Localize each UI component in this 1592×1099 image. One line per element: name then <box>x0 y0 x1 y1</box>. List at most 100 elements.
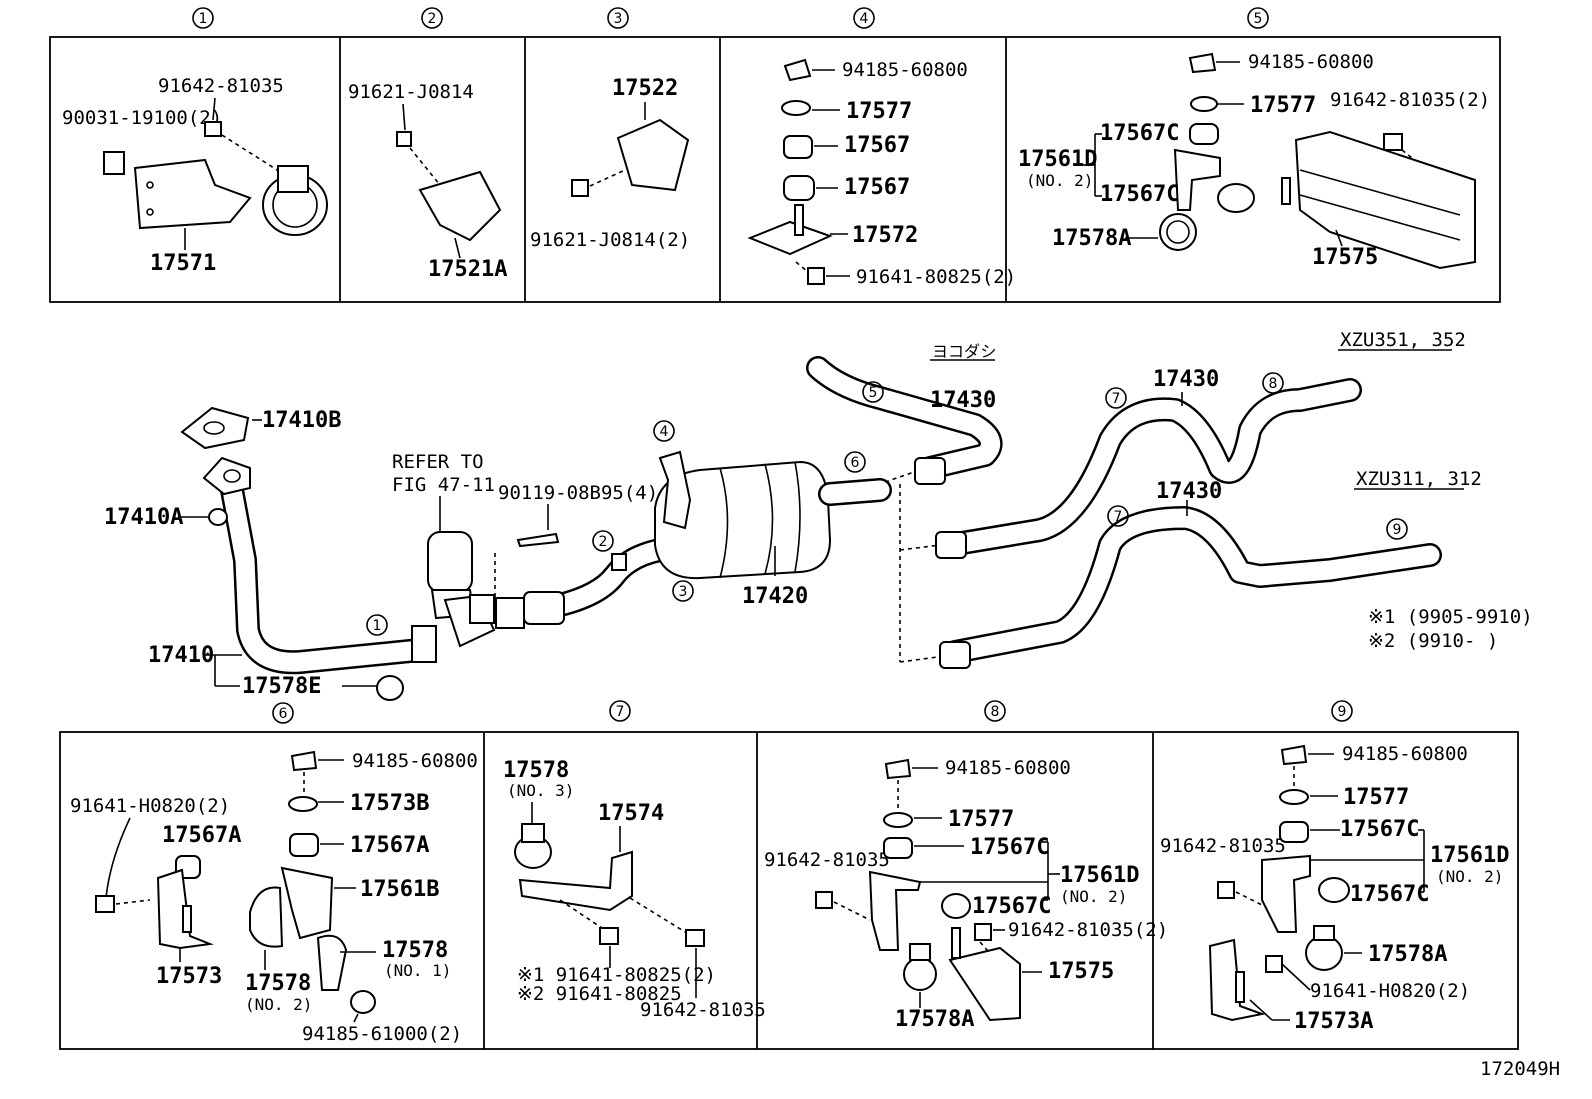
bottom-detail-frame <box>59 731 1519 1050</box>
callout-number-4: 4 <box>860 11 869 27</box>
part-label-17430: 17430 <box>1153 367 1219 392</box>
callout-circle-3 <box>672 580 694 602</box>
bracket-icon <box>280 866 334 940</box>
part-label: (NO. 2) <box>245 995 312 1014</box>
svg-text:5: 5 <box>869 385 878 401</box>
part-label: 17567A <box>350 833 429 858</box>
front-pipe <box>220 478 432 675</box>
cushion-icon <box>941 893 971 919</box>
insulator-icon <box>418 170 502 242</box>
part-label: (NO. 3) <box>507 781 574 800</box>
part-label: 91642-81035 <box>640 999 766 1021</box>
top-callouts: 1 2 3 4 5 <box>192 7 1269 29</box>
nut-icon <box>350 990 376 1014</box>
bottom-callouts: 6 7 8 9 <box>272 700 1353 724</box>
part-label-17430: 17430 <box>1156 479 1222 504</box>
part-label: 17578A <box>1368 942 1447 967</box>
callout-circle-1 <box>366 614 388 636</box>
refer-label: REFER TO <box>392 451 484 473</box>
cushion-icon <box>289 833 319 857</box>
part-label: 91641-H0820(2) <box>70 795 230 817</box>
part-label: 17578A <box>895 1007 974 1032</box>
part-label: 94185-60800 <box>945 757 1071 779</box>
gasket-icon <box>208 508 228 526</box>
part-label: ※2 91641-80825 <box>517 983 682 1005</box>
bracket-icon <box>518 850 633 912</box>
callout-circle-5 <box>1247 7 1269 29</box>
cushion-icon <box>1217 183 1255 213</box>
part-label: (NO. 2) <box>1060 887 1127 906</box>
washer-icon <box>1190 96 1218 112</box>
bolt-icon <box>571 179 589 197</box>
bolt-icon <box>1265 955 1283 973</box>
bolt-icon <box>685 929 705 947</box>
callout-circle-2 <box>592 530 614 552</box>
part-label: 17567C <box>972 894 1051 919</box>
callout-circle-6 <box>272 702 294 724</box>
svg-text:7: 7 <box>1114 509 1123 525</box>
clamp-half-icon <box>249 886 284 948</box>
muffler-hanger-icon <box>616 118 690 192</box>
part-label: 17572 <box>852 223 918 248</box>
nut-icon <box>290 750 318 772</box>
pipe-end-icon <box>914 457 946 485</box>
part-label: 17567C <box>1350 882 1429 907</box>
detail-box-5: 94185-60800 17577 91642-81035(2) 17567C … <box>1018 51 1490 270</box>
part-label: (NO. 2) <box>1026 171 1093 190</box>
bracket-icon <box>747 220 833 256</box>
yokodashi-label: ヨコダシ <box>932 342 996 361</box>
part-label: 17567 <box>844 175 910 200</box>
part-label: 17561D <box>1018 147 1097 172</box>
part-label: 17578 <box>503 758 569 783</box>
part-label: 17561D <box>1060 863 1139 888</box>
callout-number-5: 5 <box>1254 11 1263 27</box>
part-label: 17567C <box>1340 817 1419 842</box>
part-label: 91642-81035(2) <box>1330 89 1490 111</box>
svg-text:7: 7 <box>1112 391 1121 407</box>
part-label: 17521A <box>428 257 507 282</box>
diagram-code: 172049H <box>1480 1058 1560 1080</box>
bolt-icon <box>599 927 619 945</box>
part-label-17430: 17430 <box>930 388 996 413</box>
callout-circle-4 <box>853 7 875 29</box>
callout-number-2: 2 <box>428 11 437 27</box>
cushion-icon <box>1279 821 1309 843</box>
part-label: 94185-60800 <box>842 59 968 81</box>
washer-icon <box>883 812 913 828</box>
part-label: 17567C <box>1100 182 1179 207</box>
nut-icon <box>1188 52 1217 74</box>
detail-box-9: 94185-60800 17577 91642-81035 17567C 175… <box>1160 743 1509 1034</box>
callout-circle-3 <box>607 7 629 29</box>
nut-icon <box>783 58 812 82</box>
part-label: 17575 <box>1312 245 1378 270</box>
bracket-icon <box>1173 148 1221 211</box>
svg-text:8: 8 <box>1269 376 1278 392</box>
callout-circle-1 <box>192 7 214 29</box>
part-label: 91621-J0814(2) <box>530 229 690 251</box>
part-label: 91642-81035 <box>764 849 890 871</box>
part-label: 90031-19100(2) <box>62 107 222 129</box>
bolt-icon <box>103 151 125 175</box>
part-label-17410: 17410 <box>148 643 214 668</box>
callout-circle-7 <box>609 700 631 722</box>
bracket-icon <box>868 870 922 951</box>
part-label: 94185-60800 <box>352 750 478 772</box>
part-label: 91642-81035(2) <box>1008 919 1168 941</box>
part-label: ※1 91641-80825(2) <box>517 964 716 986</box>
part-label: 94185-61000(2) <box>302 1023 462 1045</box>
pipe-joint-icon <box>523 591 565 625</box>
svg-text:7: 7 <box>616 704 625 720</box>
refer-label: FIG 47-11 <box>392 474 495 496</box>
cushion-icon <box>1318 877 1350 903</box>
part-label-17578E: 17578E <box>242 674 321 699</box>
callout-circle-4 <box>653 420 675 442</box>
part-label: 17522 <box>612 76 678 101</box>
bolt-icon <box>815 891 833 909</box>
part-label: 17573 <box>156 964 222 989</box>
part-label: 94185-60800 <box>1342 743 1468 765</box>
bolt-icon <box>807 267 825 285</box>
part-label: 17578 <box>245 971 311 996</box>
bracket-icon <box>133 158 252 230</box>
note-2: ※2 (9910- ) <box>1368 630 1498 652</box>
